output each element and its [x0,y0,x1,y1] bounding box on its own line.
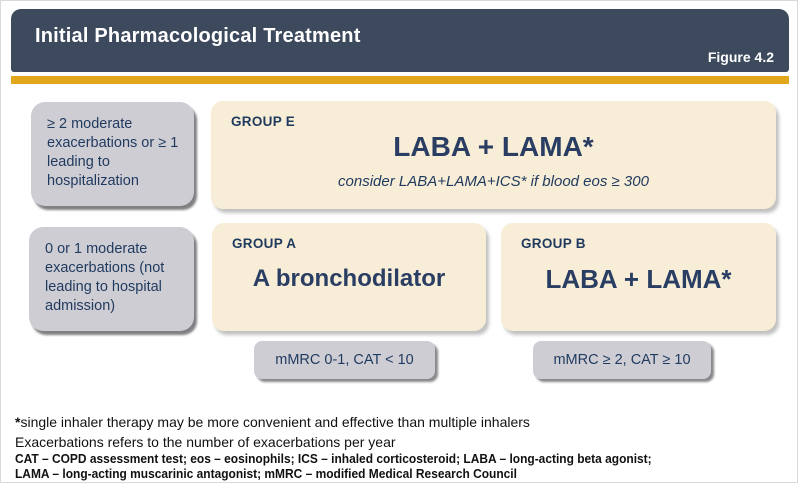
group-a-treatment: A bronchodilator [252,265,446,292]
group-a-label: GROUP A [232,236,297,251]
figure-number: Figure 4.2 [707,49,774,65]
page-title: Initial Pharmacological Treatment [35,25,361,47]
footnote-abbreviations-1-text: CAT – COPD assessment test; eos – eosino… [15,451,652,466]
criteria-box-high-exacerbations: ≥ 2 moderate exacerbations or ≥ 1 leadin… [31,102,194,206]
footnote-abbreviations-1: CAT – COPD assessment test; eos – eosino… [15,451,787,467]
footnote-asterisk: * [15,414,21,430]
group-e-note: consider LABA+LAMA+ICS* if blood eos ≥ 3… [338,173,649,190]
footnote-single-inhaler-text: single inhaler therapy may be more conve… [20,414,530,430]
footnotes: *single inhaler therapy may be more conv… [15,412,787,481]
group-b-label: GROUP B [521,236,586,251]
group-a-box: GROUP A A bronchodilator [212,223,486,331]
footnote-single-inhaler: *single inhaler therapy may be more conv… [15,412,787,432]
symptom-scale-low-badge: mMRC 0-1, CAT < 10 [254,341,435,379]
symptom-scale-high-badge: mMRC ≥ 2, CAT ≥ 10 [533,341,711,379]
group-b-box: GROUP B LABA + LAMA* [501,223,776,331]
group-e-treatment: LABA + LAMA* [393,131,594,162]
group-b-treatment: LABA + LAMA* [545,264,732,294]
footnote-exacerbations: Exacerbations refers to the number of ex… [15,434,396,450]
accent-stripe [11,76,789,84]
header-bar: Initial Pharmacological Treatment Figure… [11,9,789,72]
footnote-abbreviations-2-text: LAMA – long-acting muscarinic antagonist… [15,465,517,481]
group-e-label: GROUP E [231,114,296,129]
group-e-box: GROUP E LABA + LAMA* consider LABA+LAMA+… [211,101,776,209]
criteria-box-low-exacerbations: 0 or 1 moderate exacerbations (not leadi… [29,227,194,331]
footnote-abbreviations-2: LAMA – long-acting muscarinic antagonist… [15,465,787,482]
